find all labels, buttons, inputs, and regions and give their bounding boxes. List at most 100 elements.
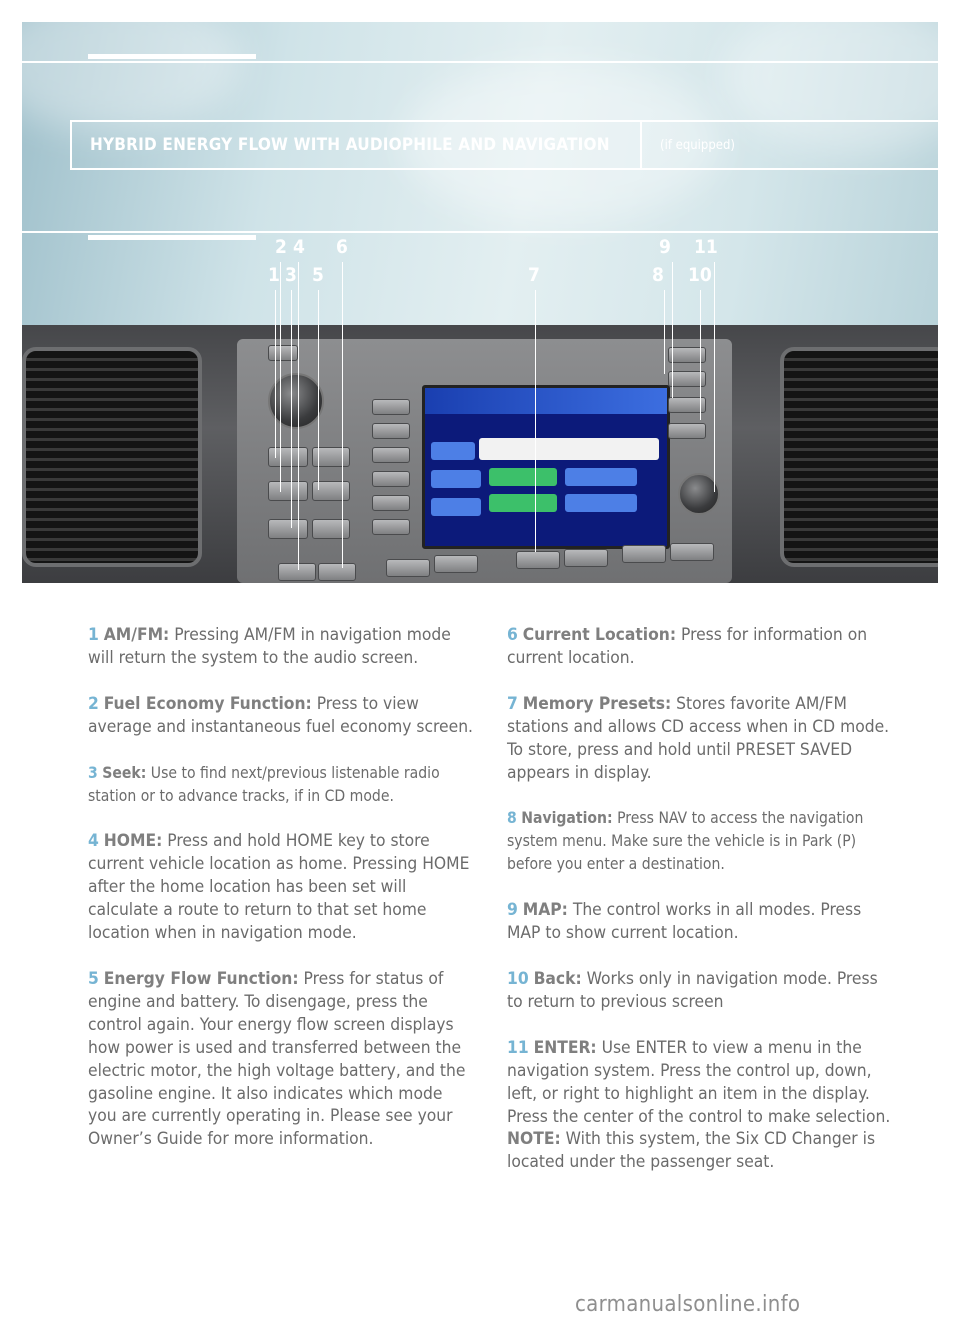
decor-bar-top	[88, 54, 256, 59]
item-number: 2	[88, 693, 99, 714]
description-item: 5 Energy Flow Function: Press for status…	[88, 968, 473, 1151]
item-text: Use to find next/previous listenable rad…	[88, 763, 440, 805]
radio-button	[268, 345, 298, 361]
item-text: Stores favorite AM/FM stations and allow…	[507, 693, 890, 783]
description-item: 11 ENTER: Use ENTER to view a menu in th…	[507, 1037, 892, 1174]
subtitle-box: (if equipped)	[642, 120, 938, 170]
leader-line-1	[275, 290, 276, 458]
enter-knob	[678, 473, 720, 515]
callout-11: 11	[694, 236, 718, 258]
right-air-vent	[780, 347, 938, 567]
item-text: Pressing AM/FM in navigation mode will r…	[88, 625, 451, 668]
title-box: HYBRID ENERGY FLOW WITH AUDIOPHILE AND N…	[70, 120, 642, 170]
menu-button	[372, 399, 410, 415]
leader-line-4	[298, 262, 299, 570]
item-number: 1	[88, 625, 99, 645]
screen-slider	[479, 438, 659, 460]
side-button	[372, 519, 410, 535]
descriptions-left: 1 AM/FM: Pressing AM/FM in navigation mo…	[88, 624, 473, 1174]
page-title: HYBRID ENERGY FLOW WITH AUDIOPHILE AND N…	[90, 135, 610, 155]
navigation-screen	[422, 385, 670, 549]
item-text: Press for information on current locatio…	[507, 625, 868, 668]
item-number: 7	[507, 693, 518, 714]
item-number: 9	[507, 900, 518, 921]
preset-button-1	[386, 559, 430, 577]
fuel-economy-button	[268, 481, 308, 501]
leader-line-9	[672, 262, 673, 398]
callout-4: 4	[293, 236, 305, 258]
callout-8: 8	[652, 264, 664, 286]
preset-button-6	[670, 543, 714, 561]
callout-10: 10	[688, 264, 712, 286]
header-banner: HYBRID ENERGY FLOW WITH AUDIOPHILE AND N…	[22, 22, 938, 325]
item-text: Press and hold HOME key to store current…	[88, 831, 470, 944]
callout-1: 1	[268, 264, 280, 286]
description-item: 1 AM/FM: Pressing AM/FM in navigation mo…	[88, 624, 473, 670]
description-item: 4 HOME: Press and hold HOME key to store…	[88, 830, 473, 945]
item-number: 3	[88, 763, 98, 782]
item-number: 4	[88, 831, 99, 852]
item-key: Navigation:	[521, 809, 613, 828]
back-button	[668, 423, 706, 439]
callout-5: 5	[312, 264, 324, 286]
item-key: Memory Presets:	[522, 693, 672, 714]
item-text: Use ENTER to view a menu in the navigati…	[507, 1037, 891, 1127]
side-button	[372, 423, 410, 439]
item-key: Energy Flow Function:	[103, 968, 299, 989]
left-air-vent	[22, 347, 202, 567]
description-item: 9 MAP: The control works in all modes. P…	[507, 899, 892, 945]
seek-forward-button	[312, 519, 350, 539]
leader-line-5	[318, 290, 319, 490]
map-button	[668, 397, 706, 413]
callout-2: 2	[275, 236, 287, 258]
item-key: Current Location:	[522, 625, 677, 645]
screen-option-miles	[489, 494, 557, 512]
description-item: 10 Back: Works only in navigation mode. …	[507, 968, 892, 1014]
volume-knob	[268, 373, 324, 429]
watermark: carmanualsonline.info	[575, 1292, 801, 1317]
side-button	[372, 447, 410, 463]
note-key: NOTE:	[507, 1129, 561, 1150]
description-item: 3 Seek: Use to find next/previous listen…	[88, 762, 473, 808]
screen-menu-map	[431, 470, 481, 488]
screen-header	[425, 388, 667, 414]
item-text: Press for status of engine and battery. …	[88, 968, 466, 1150]
decor-line-top	[22, 61, 938, 63]
leader-line-2	[280, 262, 281, 492]
item-number: 6	[507, 625, 518, 645]
screen-menu-units	[431, 498, 481, 516]
preset-button-2	[434, 555, 478, 573]
screen-option-kilometers	[565, 494, 637, 512]
leader-line-11	[714, 262, 715, 492]
preset-button-5	[622, 545, 666, 563]
home-button	[278, 563, 316, 581]
callout-9: 9	[659, 236, 671, 258]
am-fm-button	[268, 447, 308, 467]
preset-button-4	[564, 549, 608, 567]
item-number: 11	[507, 1037, 529, 1058]
note-text: With this system, the Six CD Changer is …	[507, 1129, 876, 1173]
item-text: The control works in all modes. Press MA…	[507, 900, 862, 944]
eject-button	[668, 347, 706, 363]
leader-line-7	[535, 290, 536, 552]
seek-button	[318, 563, 356, 581]
item-text: Press to view average and instantaneous …	[88, 693, 473, 737]
item-key: HOME:	[103, 831, 163, 852]
item-number: 5	[88, 968, 99, 989]
descriptions-right: 6 Current Location: Press for informatio…	[507, 624, 892, 1197]
item-key: ENTER:	[533, 1037, 597, 1058]
page-subtitle: (if equipped)	[660, 138, 735, 153]
side-button	[372, 495, 410, 511]
description-item: 2 Fuel Economy Function: Press to view a…	[88, 693, 473, 739]
decor-bar-bottom	[88, 235, 256, 240]
item-number: 10	[507, 968, 529, 989]
item-key: Seek:	[102, 763, 147, 782]
preset-button-3	[516, 551, 560, 569]
callout-6: 6	[336, 236, 348, 258]
screen-option-north-up	[565, 468, 637, 486]
item-text: Press NAV to access the navigation syste…	[507, 809, 864, 874]
energy-flow-button	[312, 481, 350, 501]
current-location-button	[312, 447, 350, 467]
item-text: Works only in navigation mode. Press to …	[507, 968, 878, 1012]
leader-line-3	[291, 290, 292, 528]
